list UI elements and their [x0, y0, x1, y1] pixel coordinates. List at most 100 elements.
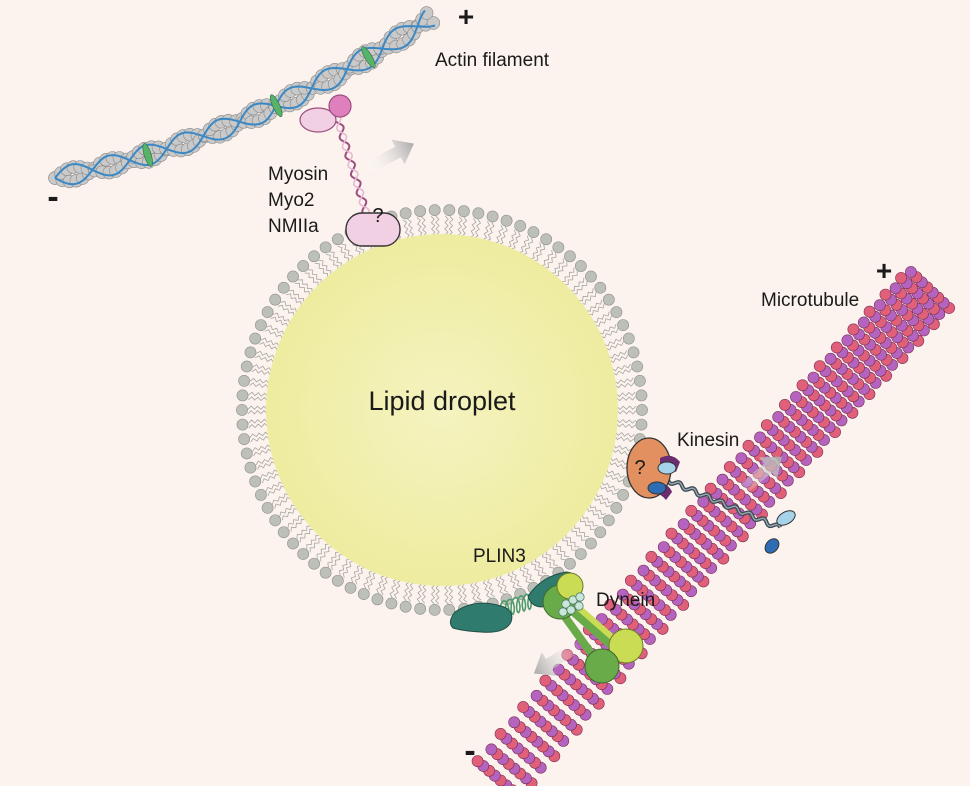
lipid-tail — [473, 219, 482, 239]
lipid-head — [319, 241, 332, 254]
lipid-tail — [273, 312, 291, 325]
lipid-tail — [261, 473, 281, 484]
lipid-tail — [518, 235, 530, 254]
tubulin-subunit — [905, 266, 917, 278]
lipid-tail — [585, 299, 602, 312]
lipid-head — [385, 597, 398, 610]
lipid-tail — [257, 461, 276, 470]
tubulin-subunit — [772, 411, 785, 423]
tubulin-subunit — [677, 518, 690, 531]
lipid-tail — [601, 480, 620, 491]
tubulin-subunit — [665, 527, 678, 540]
lipid-head — [240, 360, 253, 373]
lipid-head — [627, 346, 640, 359]
lipid-head — [287, 270, 299, 283]
lipid-head — [635, 389, 648, 402]
lipid-tail — [294, 282, 310, 297]
lipid-head — [297, 548, 310, 560]
dynein-label: Dynein — [596, 590, 655, 611]
dynein-motor-head-light — [608, 628, 644, 664]
tubulin-subunit — [704, 482, 717, 495]
dynein-direction-arrow — [533, 640, 582, 676]
droplet-core — [266, 234, 618, 586]
lipid-tail — [249, 431, 270, 438]
lipid-tail — [350, 564, 362, 583]
lipid-tail — [297, 279, 313, 294]
microtubule-label: Microtubule — [761, 290, 859, 311]
tubulin-subunit — [637, 564, 650, 577]
lipid-head — [635, 418, 648, 431]
lipid-head — [527, 226, 540, 239]
lipid-tail — [580, 291, 597, 305]
kinesin-stalk-highlight — [667, 479, 781, 528]
lipid-tail — [249, 382, 269, 389]
lipid-tail — [448, 584, 454, 604]
kinesin-direction-arrow — [738, 456, 782, 495]
lipid-tail — [247, 409, 268, 415]
lipid-tail — [613, 444, 633, 452]
lipid-head — [540, 233, 553, 246]
lipid-head — [238, 433, 251, 446]
myosin-adaptor-unknown: ? — [372, 205, 383, 227]
lipid-tail — [498, 226, 508, 246]
microtubule — [471, 266, 955, 786]
myosin-head-light — [299, 107, 337, 133]
tubulin-subunit — [616, 588, 629, 601]
lipid-tail — [316, 543, 330, 559]
lipid-tail — [272, 493, 290, 505]
lipid-tail — [593, 495, 611, 508]
lipid-head — [297, 260, 310, 272]
lipid-tail — [529, 242, 542, 260]
lipid-head — [308, 250, 320, 263]
plin3-label: PLIN3 — [473, 546, 526, 567]
lipid-tail — [309, 538, 324, 553]
lipid-tail — [389, 578, 398, 598]
lipid-tail — [612, 448, 632, 456]
lipid-tail — [256, 350, 276, 360]
lipid-head — [585, 270, 597, 283]
lipid-tail — [604, 472, 624, 483]
lipid-droplet-label: Lipid droplet — [368, 386, 516, 416]
lipid-head — [277, 526, 290, 539]
lipid-head — [399, 207, 412, 220]
tubulin-subunit — [895, 272, 907, 284]
lipid-head — [277, 281, 290, 294]
tubulin-subunit — [716, 473, 729, 486]
lipid-tail — [421, 583, 427, 604]
lipid-head — [331, 233, 344, 246]
lipid-tail — [248, 391, 269, 397]
lipid-tail — [296, 525, 312, 539]
lipid-tails — [247, 215, 637, 605]
lipid-tail — [402, 219, 410, 240]
lipid-tail — [288, 289, 305, 303]
lipid-head — [261, 501, 274, 514]
plin3-helix — [499, 591, 538, 619]
lipid-head — [633, 374, 646, 387]
lipid-tail — [494, 225, 504, 244]
lipid-tail — [578, 288, 594, 302]
lipid-head — [610, 306, 623, 319]
tubulin-subunit — [494, 728, 507, 740]
lipid-tail — [338, 558, 351, 576]
lipid-tail — [267, 485, 286, 497]
tubulin-subunit — [807, 371, 820, 384]
lipid-tail — [457, 583, 463, 604]
lipid-tail — [615, 423, 636, 429]
tubulin-subunit — [530, 689, 543, 702]
lipid-tail — [280, 301, 297, 314]
lipid-head — [308, 557, 320, 570]
lipid-tail — [608, 460, 628, 470]
lipid-tail — [430, 216, 436, 236]
lipid-head — [255, 319, 267, 332]
lipid-tail — [270, 316, 289, 328]
lipid-head — [585, 537, 597, 550]
lipid-head — [443, 603, 456, 616]
lipid-head — [514, 220, 527, 232]
lipid-tail — [448, 215, 454, 236]
lipid-tail — [306, 535, 321, 550]
lipid-tail — [606, 468, 625, 479]
lipid-tail — [486, 577, 496, 598]
lipid-tail — [608, 350, 627, 359]
lipid-head — [564, 250, 576, 263]
lipid-head — [240, 447, 253, 460]
